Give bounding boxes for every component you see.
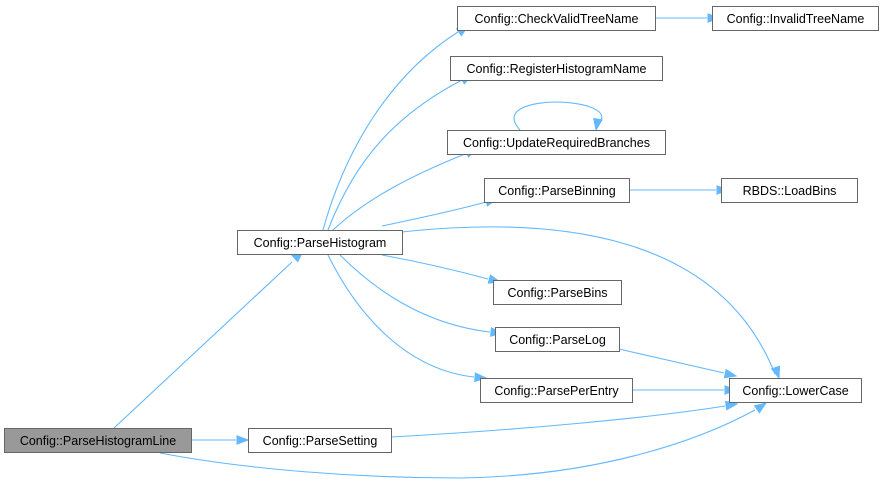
edge-parse-histogram-to-check-valid-tree-name bbox=[322, 25, 470, 231]
node-parse-per-entry[interactable]: Config::ParsePerEntry bbox=[480, 378, 633, 403]
edge-parse-per-entry-to-lower-case bbox=[632, 385, 738, 395]
node-label: Config::ParseSetting bbox=[263, 434, 378, 448]
edge-parse-histogram-to-update-required-branches bbox=[332, 148, 479, 231]
node-label: Config::InvalidTreeName bbox=[727, 12, 865, 26]
edge-line bbox=[159, 409, 756, 479]
edge-parse-histogram-to-lower-case bbox=[401, 226, 781, 380]
edge-update-required-branches-to-update-required-branches bbox=[513, 101, 603, 132]
node-label: RBDS::LoadBins bbox=[743, 184, 837, 198]
edge-parse-histogram-line-to-lower-case bbox=[159, 402, 768, 479]
node-update-required-branches[interactable]: Config::UpdateRequiredBranches bbox=[447, 130, 666, 155]
node-label: Config::ParsePerEntry bbox=[494, 384, 619, 398]
edge-line bbox=[327, 254, 475, 378]
node-check-valid-tree-name[interactable]: Config::CheckValidTreeName bbox=[457, 6, 656, 31]
edges-layer bbox=[113, 13, 781, 479]
node-label: Config::ParseBinning bbox=[498, 184, 615, 198]
edge-line bbox=[113, 261, 293, 429]
node-box[interactable] bbox=[237, 230, 403, 255]
node-label: Config::RegisterHistogramName bbox=[467, 62, 647, 76]
edge-parse-histogram-to-parse-log bbox=[339, 254, 504, 337]
arrowhead-icon bbox=[236, 435, 250, 445]
edge-parse-log-to-lower-case bbox=[618, 348, 738, 379]
node-label: Config::LowerCase bbox=[742, 384, 848, 398]
node-lower-case[interactable]: Config::LowerCase bbox=[729, 378, 862, 403]
node-invalid-tree-name[interactable]: Config::InvalidTreeName bbox=[712, 6, 879, 31]
node-label: Config::ParseLog bbox=[509, 333, 606, 347]
node-parse-setting[interactable]: Config::ParseSetting bbox=[248, 428, 392, 453]
edge-parse-binning-to-rbds-load-bins bbox=[629, 185, 730, 195]
node-box[interactable] bbox=[450, 56, 663, 81]
node-parse-bins[interactable]: Config::ParseBins bbox=[493, 280, 622, 305]
edge-parse-histogram-line-to-parse-setting bbox=[191, 435, 250, 445]
node-parse-histogram-line[interactable]: Config::ParseHistogramLine bbox=[4, 428, 192, 453]
edge-parse-setting-to-lower-case bbox=[390, 400, 739, 438]
arrowhead-icon bbox=[770, 365, 781, 380]
node-box[interactable] bbox=[493, 280, 622, 305]
edge-parse-histogram-line-to-parse-histogram bbox=[113, 250, 305, 429]
edge-line bbox=[381, 254, 489, 280]
edge-line bbox=[339, 254, 491, 333]
node-label: Config::CheckValidTreeName bbox=[475, 12, 639, 26]
edge-line bbox=[381, 201, 487, 227]
edge-check-valid-tree-name-to-invalid-tree-name bbox=[655, 13, 721, 23]
nodes-layer: Config::ParseHistogramLine Config::ParseH… bbox=[4, 6, 879, 453]
node-label: Config::UpdateRequiredBranches bbox=[463, 136, 650, 150]
edge-line bbox=[322, 31, 459, 231]
node-box[interactable] bbox=[484, 178, 630, 203]
node-box[interactable] bbox=[480, 378, 633, 403]
node-box[interactable] bbox=[721, 178, 858, 203]
edge-parse-histogram-to-parse-bins bbox=[381, 254, 502, 284]
node-register-histogram-name[interactable]: Config::RegisterHistogramName bbox=[450, 56, 663, 81]
node-parse-binning[interactable]: Config::ParseBinning bbox=[484, 178, 630, 203]
node-parse-log[interactable]: Config::ParseLog bbox=[495, 327, 620, 352]
edge-parse-histogram-to-parse-per-entry bbox=[327, 254, 488, 383]
arrowhead-icon bbox=[753, 402, 768, 414]
node-parse-histogram[interactable]: Config::ParseHistogram bbox=[237, 230, 403, 255]
node-label: Config::ParseHistogram bbox=[254, 236, 387, 250]
node-label: Config::ParseBins bbox=[507, 286, 607, 300]
edge-parse-histogram-to-parse-binning bbox=[381, 197, 499, 227]
edge-line bbox=[327, 79, 463, 231]
edge-line bbox=[401, 226, 776, 375]
arrowhead-icon bbox=[723, 368, 738, 379]
arrowhead-icon bbox=[593, 117, 603, 132]
node-label: Config::ParseHistogramLine bbox=[20, 434, 176, 448]
node-box[interactable] bbox=[495, 327, 620, 352]
node-box[interactable] bbox=[457, 6, 656, 31]
edge-line bbox=[332, 153, 466, 231]
node-box[interactable] bbox=[248, 428, 392, 453]
node-rbds-load-bins[interactable]: RBDS::LoadBins bbox=[721, 178, 858, 203]
edge-line bbox=[618, 348, 725, 374]
edge-line bbox=[513, 101, 603, 131]
node-box[interactable] bbox=[729, 378, 862, 403]
edge-line bbox=[390, 405, 726, 438]
node-box[interactable] bbox=[712, 6, 879, 31]
node-box[interactable] bbox=[4, 428, 192, 453]
node-box[interactable] bbox=[447, 130, 666, 155]
